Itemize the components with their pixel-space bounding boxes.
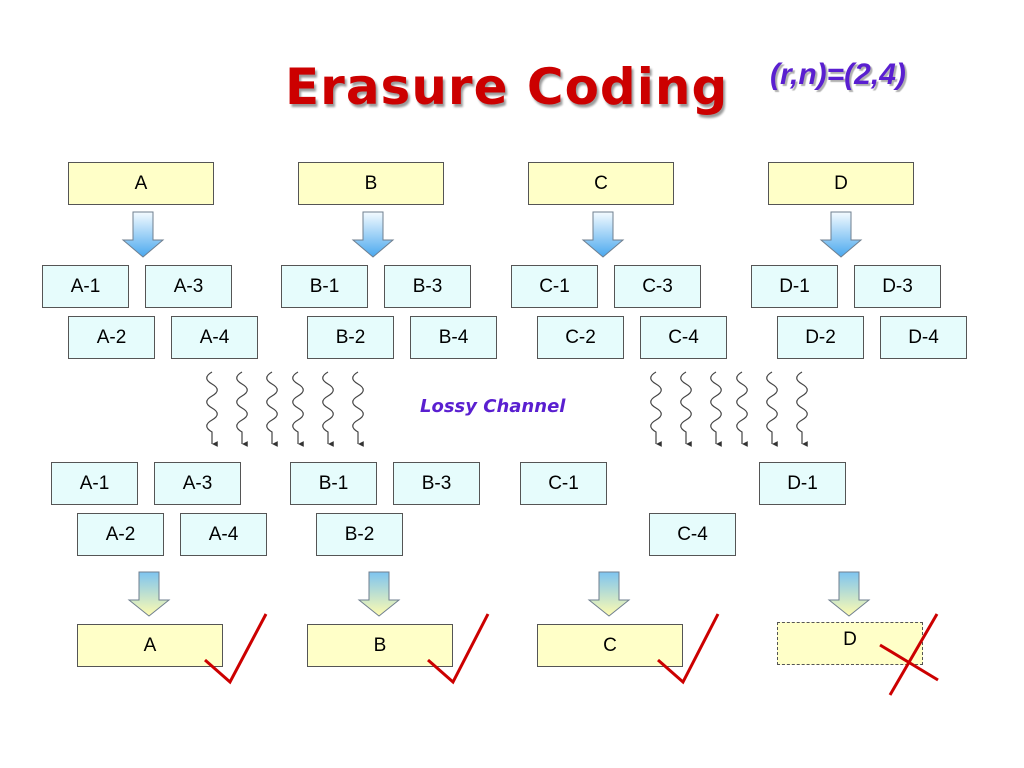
encoded-fragment-c-1: C-1 [511,265,598,308]
decode-arrow-a [127,571,171,617]
success-check-icon [204,613,268,685]
decode-arrow-b [357,571,401,617]
decode-arrow-c [587,571,631,617]
received-fragment-c-4: C-4 [649,513,736,556]
source-label: A [134,172,148,194]
encoded-fragment-b-3: B-3 [384,265,471,308]
source-block-b: B [298,162,444,205]
encoded-fragment-b-2: B-2 [307,316,394,359]
code-parameters: (r,n)=(2,4) [770,58,906,91]
encoded-fragment-a-3: A-3 [145,265,232,308]
encoded-fragment-a-4: A-4 [171,316,258,359]
received-fragment-d-1: D-1 [759,462,846,505]
decoded-label: A [143,634,157,656]
source-block-c: C [528,162,674,205]
received-fragment-a-1: A-1 [51,462,138,505]
received-fragment-b-3: B-3 [393,462,480,505]
diagram-title: Erasure Coding [285,58,729,116]
encode-arrow-c [581,211,625,258]
channel-squiggles-left [207,372,364,444]
source-label: D [834,172,848,194]
encoded-fragment-c-2: C-2 [537,316,624,359]
encode-arrow-d [819,211,863,258]
encoded-fragment-d-4: D-4 [880,316,967,359]
received-fragment-a-4: A-4 [180,513,267,556]
encode-arrow-b [351,211,395,258]
success-check-icon [657,613,720,685]
failure-cross-icon [879,613,939,696]
received-fragment-c-1: C-1 [520,462,607,505]
encoded-fragment-d-3: D-3 [854,265,941,308]
decode-arrow-d [827,571,871,617]
encoded-fragment-c-3: C-3 [614,265,701,308]
source-label: C [594,172,608,194]
channel-squiggles-right [651,372,808,444]
decoded-label: C [603,634,617,656]
encoded-fragment-b-4: B-4 [410,316,497,359]
source-block-a: A [68,162,214,205]
received-fragment-b-1: B-1 [290,462,377,505]
encode-arrow-a [121,211,165,258]
channel-label: Lossy Channel [420,396,566,417]
encoded-fragment-a-1: A-1 [42,265,129,308]
decoded-label: B [373,634,387,656]
encoded-fragment-b-1: B-1 [281,265,368,308]
source-block-d: D [768,162,914,205]
encoded-fragment-d-1: D-1 [751,265,838,308]
decoded-label: D [843,628,857,650]
encoded-fragment-d-2: D-2 [777,316,864,359]
received-fragment-a-2: A-2 [77,513,164,556]
source-label: B [364,172,378,194]
encoded-fragment-a-2: A-2 [68,316,155,359]
received-fragment-a-3: A-3 [154,462,241,505]
received-fragment-b-2: B-2 [316,513,403,556]
decoded-block-a: A [77,624,223,667]
encoded-fragment-c-4: C-4 [640,316,727,359]
success-check-icon [427,613,490,685]
